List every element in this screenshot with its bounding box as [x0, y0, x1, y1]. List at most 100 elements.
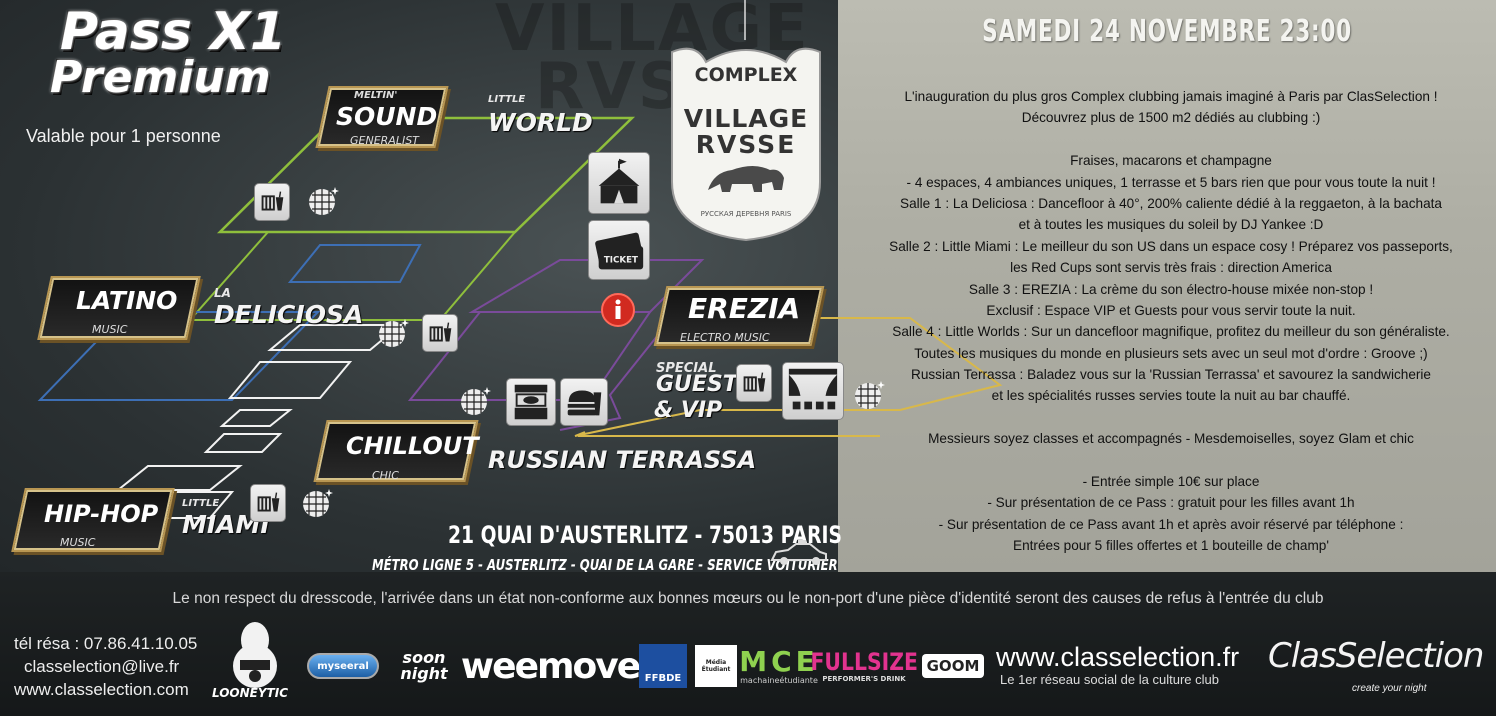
sponsor-label: machaineétudiante [740, 675, 818, 685]
food-stand-icon [506, 378, 556, 426]
description-line: et les spécialités russes servies toute … [991, 388, 1351, 404]
zone-vip-line3: & VIP [654, 398, 723, 423]
zone-miami-top: LITTLE [182, 498, 220, 509]
bar-drinks-icon [250, 484, 286, 522]
zone-outline-miami [115, 465, 243, 491]
bar-drinks-icon [736, 364, 772, 402]
connector-line [574, 317, 1003, 437]
description-line: - 4 espaces, 4 ambiances uniques, 1 terr… [906, 174, 1436, 190]
label-erezia-sub: ELECTRO MUSIC [680, 331, 770, 344]
sponsor-soonnight: soon night [386, 644, 462, 688]
label-sound-sub: GENERALIST [350, 134, 419, 147]
sponsor-label: PERFORMER'S DRINK [822, 675, 906, 683]
description-line [846, 407, 1496, 428]
sponsor-goom: GOOM [920, 644, 986, 688]
zone-outline-small-4 [203, 433, 283, 453]
right-panel [838, 0, 1496, 572]
description-line: - Sur présentation de ce Pass : gratuit … [987, 495, 1355, 511]
sponsor-myseeral: myseeral [306, 644, 380, 688]
burger-icon [560, 378, 608, 426]
zone-outline-small-3 [219, 409, 293, 427]
zone-vip-line2: GUEST [656, 372, 738, 397]
venue-logo: COMPLEX VILLAGE RVSSE РУССКАЯ ДЕРЕВНЯ PA… [666, 42, 826, 242]
sponsor-mce: MCE machaineétudiante [739, 644, 819, 688]
contact-email[interactable]: classelection@live.fr [24, 657, 180, 676]
site-url[interactable]: www.classelection.fr [996, 642, 1240, 672]
description-line: Toutes les musiques du monde en plusieur… [914, 345, 1428, 361]
event-date: SAMEDI 24 NOVEMBRE 23:00 [982, 14, 1352, 49]
label-chillout-main: CHILLOUT [346, 432, 479, 460]
description-line: - Sur présentation de ce Pass avant 1h e… [938, 516, 1404, 532]
zone-world-top: LITTLE [488, 94, 526, 105]
description-line [846, 450, 1496, 471]
description-line: Russian Terrassa : Baladez vous sur la '… [911, 367, 1431, 383]
description-line: Entrées pour 5 filles offertes et 1 bout… [1013, 538, 1329, 554]
zone-deliciosa-top: LA [214, 286, 231, 300]
disco-ball-icon [852, 378, 886, 412]
disco-ball-icon [300, 486, 334, 520]
description-line: et à toutes les musiques du soleil by DJ… [1018, 217, 1324, 233]
brand-tagline: create your night [1352, 683, 1427, 694]
description-line: Salle 4 : Little Worlds : Sur un dancefl… [892, 324, 1450, 340]
disco-ball-icon [306, 184, 340, 218]
label-hiphop-sub: MUSIC [60, 536, 96, 549]
label-hiphop-main: HIP-HOP [44, 500, 159, 528]
event-description: L'inauguration du plus gros Complex club… [846, 86, 1496, 557]
description-line: Exclusif : Espace VIP et Guests pour vou… [986, 302, 1356, 318]
label-erezia-main: EREZIA [688, 292, 801, 325]
sponsor-label: weemove [460, 645, 641, 687]
sponsor-fullsize: FULLSIZE PERFORMER'S DRINK [810, 644, 918, 688]
taxi-icon [768, 538, 830, 568]
zone-outline-latino-2 [37, 311, 321, 401]
sponsor-label: myseeral [317, 660, 369, 672]
ticket-icon: TICKET [588, 220, 650, 280]
pass-subtitle: Premium [50, 52, 271, 103]
sponsor-ffbde: FFBDE [638, 644, 688, 688]
contact-block: tél résa : 07.86.41.10.05 classelection@… [14, 632, 197, 701]
description-line: Salle 2 : Little Miami : Le meilleur du … [889, 238, 1453, 254]
zone-terrassa: RUSSIAN TERRASSA [488, 446, 757, 474]
info-icon[interactable] [600, 292, 636, 328]
sponsor-looneytic: LOONEYTIC [210, 620, 300, 710]
pass-validity: Valable pour 1 personne [26, 126, 221, 146]
label-chillout-sub: CHIC [372, 469, 399, 482]
logo-name: VILLAGE [683, 104, 809, 133]
theater-stage-icon [782, 362, 844, 420]
contact-website[interactable]: www.classelection.com [14, 680, 189, 699]
sponsor-label: soon night [400, 648, 448, 683]
label-latino-sub: MUSIC [92, 323, 128, 336]
description-line: Découvrez plus de 1500 m2 dédiés au club… [1021, 110, 1321, 126]
label-sound-top: MELTIN' [354, 90, 398, 101]
sponsor-mediaetudiant: Média Étudiant [694, 644, 738, 688]
description-line: Fraises, macarons et champagne [1070, 153, 1272, 169]
label-sound-main: SOUND [336, 102, 438, 131]
zone-outline-latino [287, 244, 422, 283]
bar-drinks-icon [254, 183, 290, 221]
disco-ball-icon [376, 316, 410, 350]
description-line: Salle 3 : EREZIA : La crème du son élect… [968, 281, 1374, 297]
sponsor-label: Média Étudiant [701, 659, 731, 673]
description-line: - Entrée simple 10€ sur place [1082, 474, 1260, 490]
disco-ball-icon [458, 384, 492, 418]
zone-outline-small-2 [227, 361, 353, 399]
circus-tent-icon [588, 152, 650, 214]
label-latino-main: LATINO [76, 286, 178, 315]
sponsor-label: MCE [739, 644, 819, 678]
zone-deliciosa: DELICIOSA [214, 300, 364, 329]
bar-drinks-icon [422, 314, 458, 352]
bear-icon [708, 166, 784, 192]
ticket-label: TICKET [604, 256, 638, 266]
dresscode-notice: Le non respect du dresscode, l'arrivée d… [172, 590, 1324, 607]
sponsor-label: FULLSIZE [810, 648, 918, 676]
description-line [846, 129, 1496, 150]
venue-metro: MÉTRO LIGNE 5 - AUSTERLITZ - QUAI DE LA … [372, 556, 838, 574]
contact-phone[interactable]: tél résa : 07.86.41.10.05 [14, 634, 198, 653]
zone-vip-line1: SPECIAL [656, 361, 717, 376]
logo-top: COMPLEX [694, 64, 798, 86]
sponsor-label: FFBDE [644, 673, 682, 684]
pass-title: Pass X1 [60, 2, 287, 62]
venue-address: 21 QUAI D'AUSTERLITZ - 75013 PARIS [448, 521, 842, 549]
description-line: les Red Cups sont servis très frais : di… [1010, 260, 1332, 276]
sponsor-label: LOONEYTIC [212, 686, 289, 700]
sponsor-label: GOOM [926, 657, 980, 675]
